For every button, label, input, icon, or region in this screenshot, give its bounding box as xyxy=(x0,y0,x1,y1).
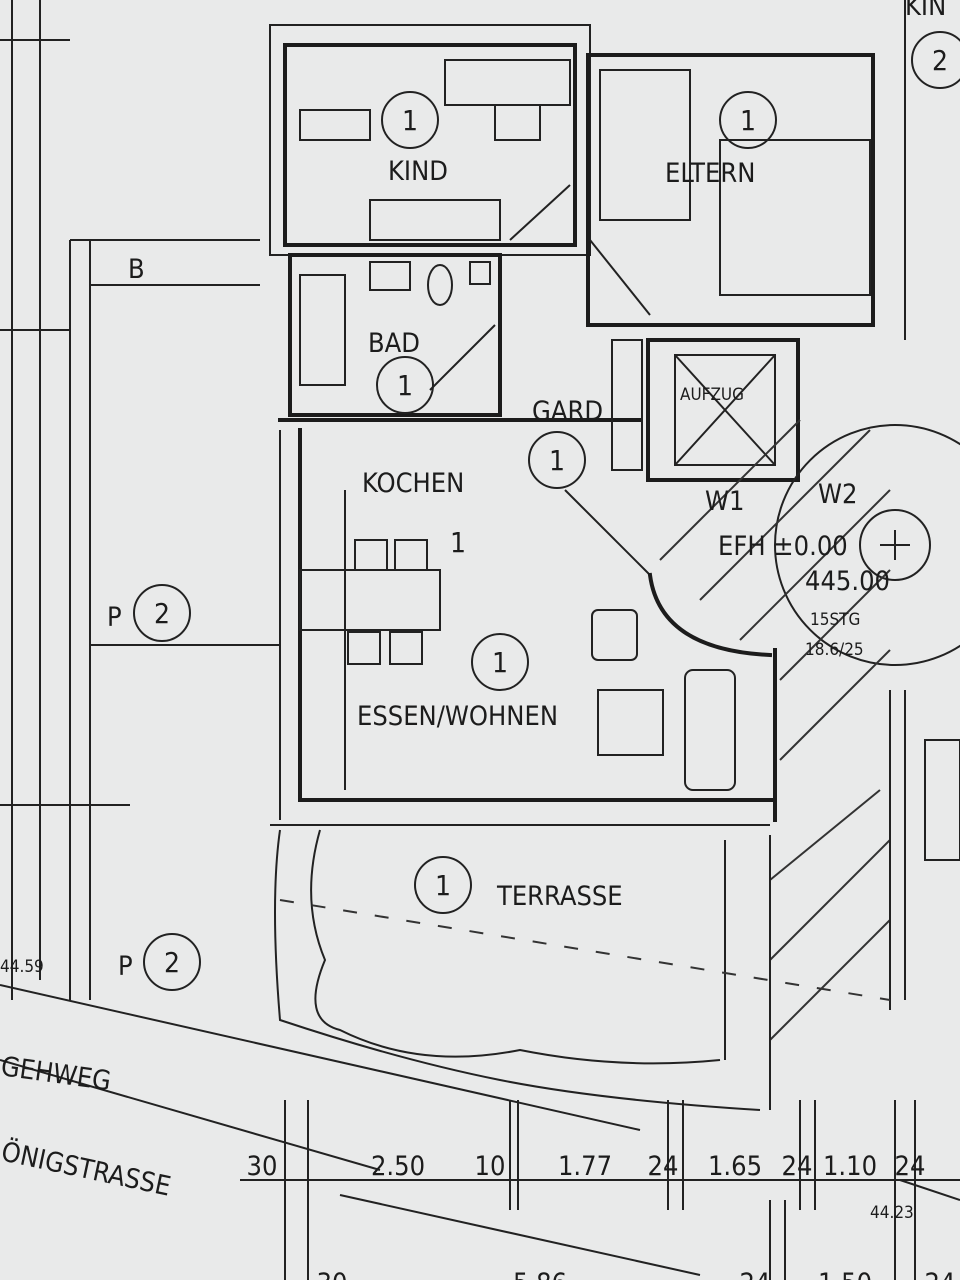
marker-p-lower: 2 xyxy=(164,946,180,979)
label-gehweg: GEHWEG xyxy=(0,1051,113,1097)
dimension-row-bottom: 30 5.86 24 1.50 24 xyxy=(317,1268,956,1280)
room-label-kind: KIND xyxy=(388,156,448,187)
label-stair-ratio: 18.6/25 xyxy=(805,640,864,660)
label-level-left: 44.59 xyxy=(0,957,44,977)
room-label-kind-right: KIN xyxy=(905,0,946,22)
dimension: 10 xyxy=(475,1151,506,1182)
room-label-terrasse: TERRASSE xyxy=(496,881,623,912)
marker-kind: 1 xyxy=(402,104,418,137)
label-w2: W2 xyxy=(818,479,857,510)
room-label-essen-wohnen: ESSEN/WOHNEN xyxy=(357,701,558,732)
dimension: 24 xyxy=(895,1151,926,1182)
room-label-aufzug: AUFZUG xyxy=(680,385,744,405)
room-markers: 1 1 1 1 1 1 1 2 2 2 xyxy=(133,31,960,991)
room-label-eltern: ELTERN xyxy=(665,158,755,189)
marker-gard: 1 xyxy=(549,444,565,477)
label-p-lower: P xyxy=(118,951,133,982)
room-label-gard: GARD xyxy=(532,396,603,427)
label-street: ÖNIGSTRASSE xyxy=(0,1136,174,1203)
marker-kochen: 1 xyxy=(450,526,466,559)
label-stair-steps: 15STG xyxy=(810,610,860,630)
dimension: 24 xyxy=(782,1151,813,1182)
marker-essen: 1 xyxy=(492,646,508,679)
marker-p-upper: 2 xyxy=(154,597,170,630)
dimension: 24 xyxy=(648,1151,679,1182)
room-labels: KIND ELTERN BAD GARD KOCHEN ESSEN/WOHNEN… xyxy=(0,0,946,1223)
label-b: B xyxy=(128,254,145,285)
dimension: 24 xyxy=(740,1268,771,1280)
label-p-upper: P xyxy=(107,602,122,633)
dimension: 1.50 xyxy=(818,1268,872,1280)
dimension: 30 xyxy=(247,1151,278,1182)
room-label-kochen: KOCHEN xyxy=(362,468,464,499)
dimension: 5.86 xyxy=(513,1268,567,1280)
label-w1: W1 xyxy=(705,486,744,517)
dimension: 1.77 xyxy=(558,1151,612,1182)
label-efh: EFH ±0.00 xyxy=(718,531,848,562)
dimension-row-top: 30 2.50 10 1.77 24 1.65 24 1.10 24 xyxy=(247,1151,926,1182)
label-level: 445.00 xyxy=(805,566,890,597)
dimension: 1.10 xyxy=(823,1151,877,1182)
dimension: 2.50 xyxy=(371,1151,425,1182)
marker-kind-right: 2 xyxy=(932,44,948,77)
marker-terrasse: 1 xyxy=(435,869,451,902)
room-label-bad: BAD xyxy=(368,328,420,359)
label-level-right: 44.23 xyxy=(870,1203,914,1223)
dimension: 1.65 xyxy=(708,1151,762,1182)
marker-eltern: 1 xyxy=(740,104,756,137)
marker-bad: 1 xyxy=(397,369,413,402)
dimension: 24 xyxy=(925,1268,956,1280)
dimension: 30 xyxy=(317,1268,348,1280)
